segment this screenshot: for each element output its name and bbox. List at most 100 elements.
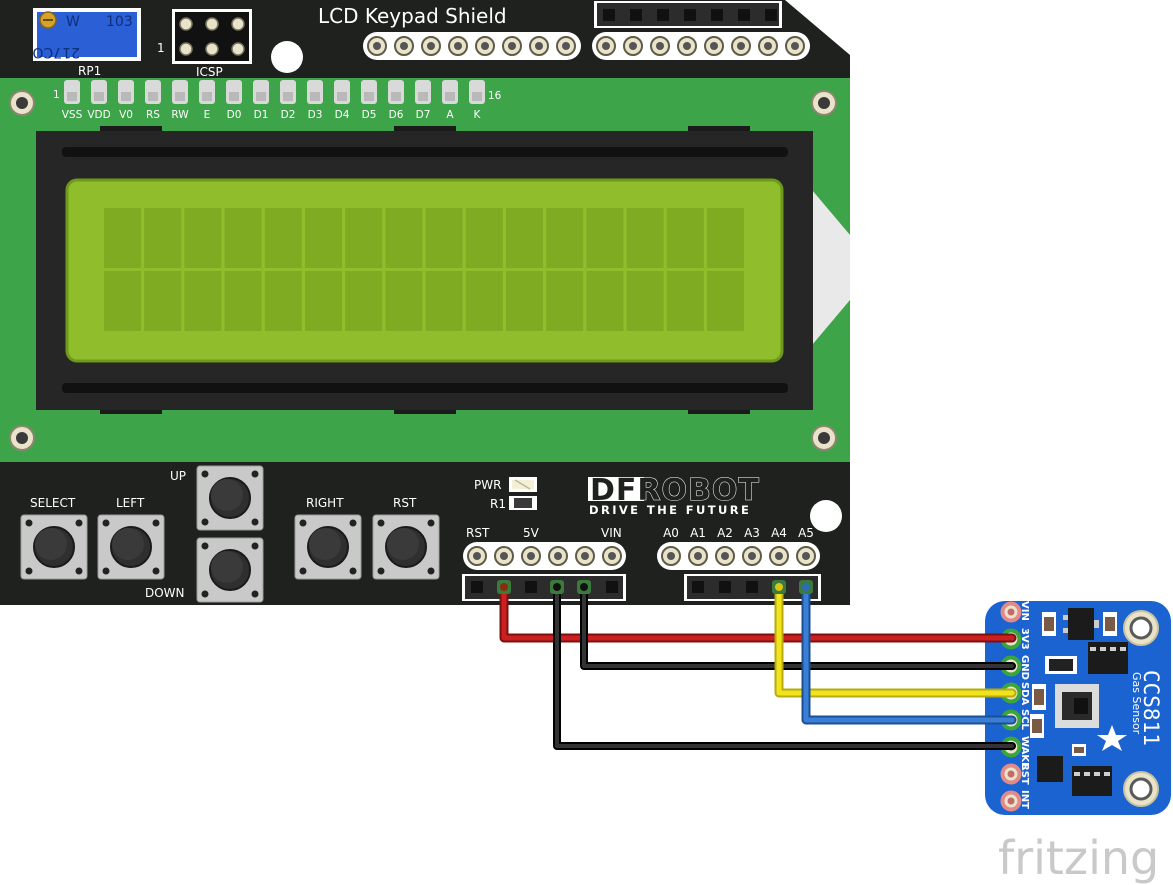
sensor-pin-label: WAKE <box>1019 736 1030 769</box>
lcd-pin: D2 <box>280 80 296 121</box>
analog-pin-label: A0 <box>663 526 679 540</box>
pwr-led: PWR <box>474 477 537 492</box>
lcd-character-cell <box>546 208 584 268</box>
lcd-pin: V0 <box>118 80 134 121</box>
sensor-pin: INT <box>1000 790 1030 812</box>
lcd-pin: D4 <box>334 80 350 121</box>
lcd-character-cell <box>506 208 543 268</box>
lcd-pin-first-label: 1 <box>53 89 60 101</box>
pot-marking-103: 103 <box>106 14 133 30</box>
lcd-character-cell <box>586 271 624 331</box>
lcd-character-cell <box>425 271 463 331</box>
button-label-rst: RST <box>393 496 417 510</box>
lcd-pin-label: D4 <box>335 109 350 121</box>
lcd-character-cell <box>506 271 543 331</box>
lcd-character-cell <box>305 271 342 331</box>
up-button[interactable] <box>196 465 264 531</box>
lcd-character-cell <box>465 208 503 268</box>
lcd-pin-label: D2 <box>281 109 296 121</box>
power-label-rst: RST <box>466 526 490 540</box>
lcd-pin-label: D6 <box>389 109 404 121</box>
sensor-pin: VIN <box>1000 601 1030 623</box>
sensor-pin-label: INT <box>1019 790 1030 809</box>
wire-power-core <box>501 584 1015 641</box>
down-button[interactable] <box>196 537 264 603</box>
lcd-pin: D5 <box>361 80 377 121</box>
select-button[interactable] <box>20 514 88 580</box>
lcd-pin: VDD <box>87 80 111 121</box>
lcd-pin: D1 <box>253 80 269 121</box>
sensor-pin-label: 3V3 <box>1019 628 1030 650</box>
lcd-character-cell <box>104 271 141 331</box>
pwr-led-label: PWR <box>474 478 501 492</box>
lcd-pin: D7 <box>415 80 431 121</box>
lcd-character-grid <box>104 208 744 331</box>
lcd-character-cell <box>144 208 182 268</box>
lcd-ribbon <box>812 190 850 345</box>
top-header-right <box>592 32 810 60</box>
lcd-pin-label: D5 <box>362 109 377 121</box>
analog-pin-label: A2 <box>717 526 733 540</box>
lcd-pin-label: RS <box>146 109 160 121</box>
button-label-up: UP <box>170 469 186 483</box>
top-header-left <box>363 32 581 60</box>
lcd-glass <box>65 178 784 363</box>
rst-button[interactable] <box>372 514 440 580</box>
pot-marking-w: W <box>66 14 80 30</box>
lcd-pin-label: D0 <box>227 109 242 121</box>
lcd-character-cell <box>184 271 222 331</box>
left-button[interactable] <box>97 514 165 580</box>
sensor-components <box>1030 608 1128 796</box>
lcd-character-cell <box>707 271 744 331</box>
r1-label: R1 <box>490 497 506 511</box>
logo-sub: DRIVE THE FUTURE <box>589 503 751 517</box>
lcd-pin-label: RW <box>171 109 189 121</box>
ccs811-sensor-board: CCS811 Gas Sensor VIN3V3GNDSDASCLWAKERST… <box>985 601 1171 815</box>
lcd-pin: K <box>469 80 485 121</box>
logo-main: DFROBOT <box>590 473 760 508</box>
lcd-pin: D0 <box>226 80 242 121</box>
power-label-5v: 5V <box>523 526 540 540</box>
lcd-character-cell <box>264 208 302 268</box>
sensor-pin-label: SCL <box>1019 709 1030 731</box>
lcd-character-cell <box>224 208 262 268</box>
lcd-character-cell <box>305 208 342 268</box>
shield-title: LCD Keypad Shield <box>318 4 507 28</box>
lcd-character-cell <box>144 271 182 331</box>
icsp-header: 1 ICSP <box>157 9 252 79</box>
lcd-character-cell <box>465 271 503 331</box>
lcd-pin: RS <box>145 80 161 121</box>
pot-label: RP1 <box>78 64 101 78</box>
lcd-character-cell <box>264 271 302 331</box>
sensor-title: CCS811 <box>1139 670 1163 746</box>
lcd-pin: E <box>199 80 215 121</box>
sensor-subtitle: Gas Sensor <box>1130 672 1143 735</box>
pot-marking-code: 217CO <box>32 44 80 60</box>
lcd-character-cell <box>626 271 664 331</box>
lcd-pin-label: D1 <box>254 109 269 121</box>
wire-ends-shield <box>497 580 813 594</box>
lcd-character-cell <box>345 208 383 268</box>
lcd-character-cell <box>385 271 423 331</box>
icsp-label: ICSP <box>196 65 223 79</box>
sensor-pin-label: GND <box>1019 655 1030 680</box>
wires <box>499 582 1017 750</box>
lcd-character-cell <box>385 208 423 268</box>
fiducial <box>271 41 303 73</box>
potentiometer-rp1: W 103 217CO RP1 <box>32 8 141 78</box>
lcd-pin-label: VSS <box>62 109 83 121</box>
analog-pin-label: A4 <box>771 526 787 540</box>
sensor-pin-label: VIN <box>1019 601 1030 621</box>
lcd-character-cell <box>666 208 704 268</box>
lcd-character-cell <box>707 208 744 268</box>
lcd-pin-label: VDD <box>87 109 110 121</box>
top-female-header <box>594 1 782 28</box>
lcd-pin-label: E <box>204 109 211 121</box>
lcd-character-cell <box>104 208 141 268</box>
lcd-pin: D6 <box>388 80 404 121</box>
button-label-left: LEFT <box>116 496 145 510</box>
dfrobot-logo: DFROBOT DRIVE THE FUTURE <box>588 473 760 517</box>
right-button[interactable] <box>294 514 362 580</box>
